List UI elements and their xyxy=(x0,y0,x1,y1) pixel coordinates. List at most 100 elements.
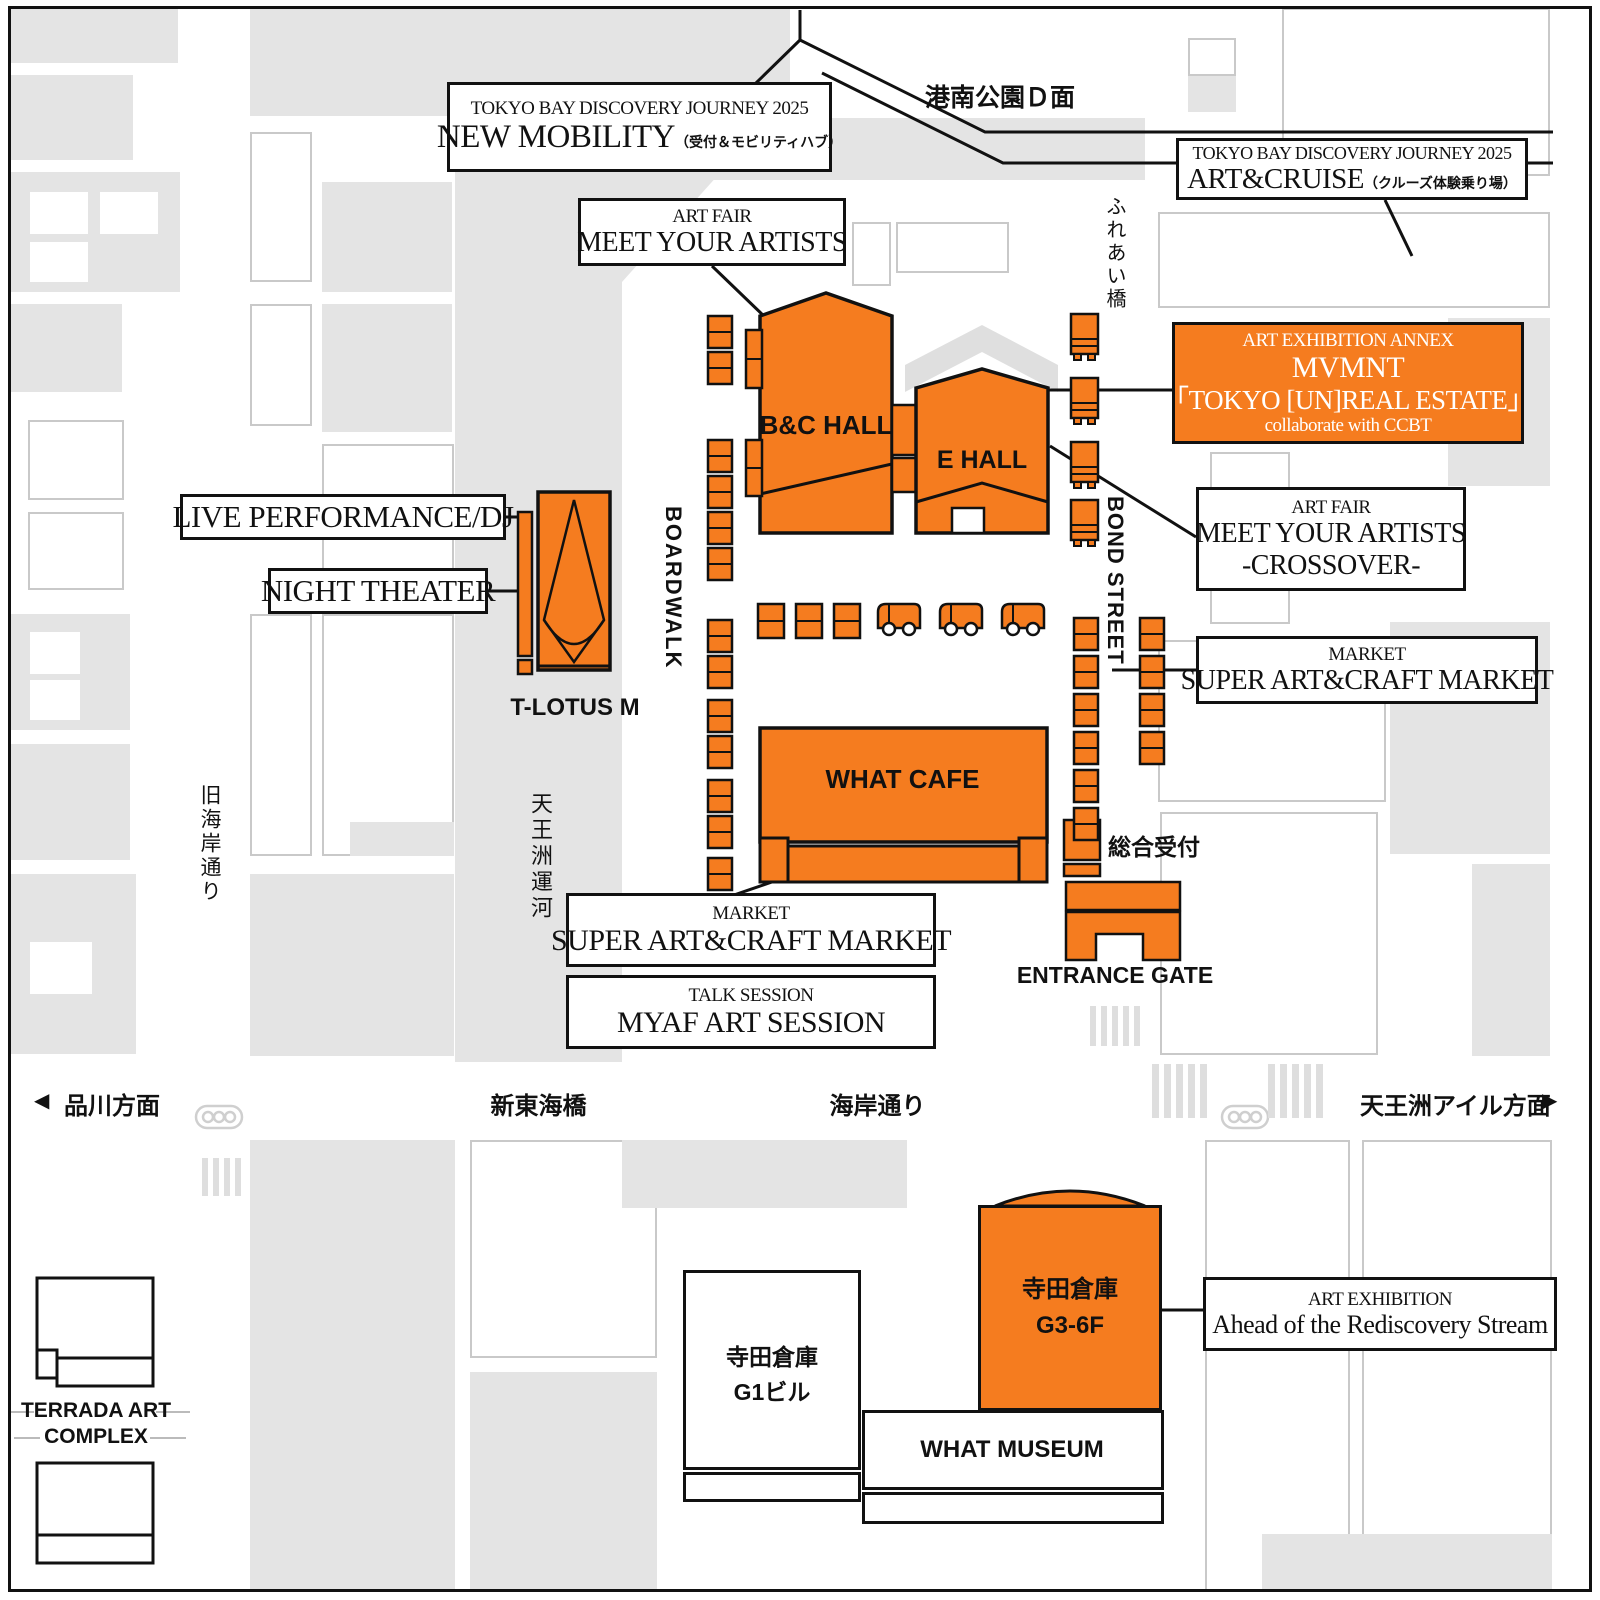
market-booth xyxy=(706,350,734,386)
building xyxy=(30,680,80,720)
label-meet-your-artists: ART FAIR MEET YOUR ARTISTS xyxy=(577,198,847,266)
market-booth xyxy=(706,474,734,510)
kaigan-street-label: 海岸通り xyxy=(829,1093,926,1120)
terrada-building xyxy=(35,1461,155,1565)
food-truck-icon xyxy=(876,602,922,630)
west-arrow: ◀ xyxy=(34,1090,50,1112)
market-booth xyxy=(1072,692,1100,728)
building xyxy=(1205,1140,1350,1592)
tennozu-isle-direction-label: 天王洲アイル方面 xyxy=(1360,1093,1551,1120)
kitchen-car-booth xyxy=(1069,312,1100,356)
bc-hall-roofline xyxy=(759,462,893,496)
building xyxy=(30,192,88,234)
city-block xyxy=(250,1140,455,1592)
building xyxy=(1158,212,1550,308)
label-market-east: MARKET SUPER ART&CRAFT MARKET xyxy=(1181,636,1554,704)
kitchen-car-wheel xyxy=(1073,539,1082,547)
food-truck-icon xyxy=(938,602,984,630)
what-museum-building xyxy=(862,1410,1164,1490)
what-museum-annex xyxy=(862,1492,1164,1524)
terrada-building xyxy=(35,1348,59,1380)
market-booth xyxy=(1072,806,1100,842)
kitchen-car-wheel xyxy=(1073,481,1082,489)
building xyxy=(322,614,454,856)
label-kicker: MARKET xyxy=(1328,643,1406,665)
kitchen-car-wheel xyxy=(1087,539,1096,547)
building xyxy=(250,132,312,282)
label-subtitle: 「TOKYO [UN]REAL ESTATE」 xyxy=(1162,384,1534,415)
market-booth xyxy=(1072,654,1100,690)
label-mvmnt-annex: ART EXHIBITION ANNEX MVMNT 「TOKYO [UN]RE… xyxy=(1162,322,1534,444)
e-hall-entrance-notch xyxy=(950,506,986,535)
city-block xyxy=(8,304,122,392)
shin-tokai-bridge-label: 新東海橋 xyxy=(490,1093,587,1120)
kitchen-car-booth xyxy=(1069,376,1100,420)
kitchen-car-wheel xyxy=(1073,417,1082,425)
label-kicker: TOKYO BAY DISCOVERY JOURNEY 2025 xyxy=(1192,142,1512,163)
crosswalk-stripes xyxy=(202,1158,208,1196)
building xyxy=(852,222,891,286)
label-title: MVMNT xyxy=(1291,351,1405,385)
reception-label: 総合受付 xyxy=(1108,834,1200,860)
kitchen-car-wheel xyxy=(1087,353,1096,361)
market-booth xyxy=(706,698,734,734)
label-kicker: ART FAIR xyxy=(672,205,752,227)
building xyxy=(28,420,124,500)
label-art-exhibition: ART EXHIBITION Ahead of the Rediscovery … xyxy=(1203,1277,1557,1351)
east-arrow: ▶ xyxy=(1542,1090,1558,1112)
label-crossover: ART FAIR MEET YOUR ARTISTS -CROSSOVER- xyxy=(1196,487,1466,591)
building xyxy=(100,192,158,234)
bc-hall-label: B&C HALL xyxy=(759,410,893,440)
label-kicker: TALK SESSION xyxy=(688,984,814,1006)
building xyxy=(30,242,88,282)
kitchen-car-booth xyxy=(1069,440,1100,484)
leader-line-meet-your-artists xyxy=(710,264,768,320)
market-booth xyxy=(706,314,734,350)
promenade-chevron xyxy=(905,325,1058,392)
label-subtitle: -CROSSOVER- xyxy=(1241,549,1421,581)
building xyxy=(350,822,454,856)
e-hall-roofline xyxy=(915,481,1049,504)
label-title: LIVE PERFORMANCE/DJ xyxy=(172,498,515,534)
kitchen-car-booth xyxy=(1069,498,1100,542)
building xyxy=(30,942,92,994)
crosswalk-stripes xyxy=(1101,1006,1107,1046)
label-note: collaborate with CCBT xyxy=(1264,414,1432,436)
terrada-building xyxy=(55,1356,155,1388)
market-booth xyxy=(744,328,764,390)
market-booth xyxy=(706,618,734,654)
city-block xyxy=(1262,1534,1552,1592)
terada-warehouse-g1-building xyxy=(683,1270,861,1470)
market-booth xyxy=(706,856,734,892)
label-title: SUPER ART&CRAFT MARKET xyxy=(1180,664,1554,696)
label-title: MEET YOUR ARTISTS xyxy=(1196,518,1466,550)
label-kicker: MARKET xyxy=(712,902,790,924)
kitchen-car-wheel xyxy=(1073,353,1082,361)
market-booth xyxy=(706,546,734,582)
market-booth xyxy=(1072,768,1100,804)
market-booth xyxy=(1072,616,1100,652)
building xyxy=(1160,812,1378,1055)
label-night-theater: NIGHT THEATER xyxy=(261,568,496,614)
city-block xyxy=(1472,864,1550,1056)
market-booth xyxy=(1072,730,1100,766)
crosswalk-stripes xyxy=(235,1158,241,1196)
building xyxy=(896,222,1009,273)
label-pointer xyxy=(753,38,802,86)
what-museum-label: WHAT MUSEUM xyxy=(920,1436,1104,1463)
food-truck-wheel xyxy=(1005,621,1021,637)
label-title: Ahead of the Rediscovery Stream xyxy=(1212,1310,1548,1340)
konan-park-label: 港南公園Ｄ面 xyxy=(924,84,1075,112)
market-booth xyxy=(706,654,734,690)
terada-warehouse-g1-annex xyxy=(683,1472,861,1502)
label-title: ART&CRUISE（クルーズ体験乗り場） xyxy=(1187,162,1517,195)
city-block xyxy=(250,8,455,116)
kitchen-car-wheel xyxy=(1087,481,1096,489)
crosswalk-stripes xyxy=(1123,1006,1129,1046)
market-booth xyxy=(706,778,734,814)
bond-street-label: BOND STREET xyxy=(1103,496,1128,665)
what-cafe-label: WHAT CAFE xyxy=(825,764,980,794)
label-title: NEW MOBILITY（受付＆モビリティハブ） xyxy=(436,119,843,156)
